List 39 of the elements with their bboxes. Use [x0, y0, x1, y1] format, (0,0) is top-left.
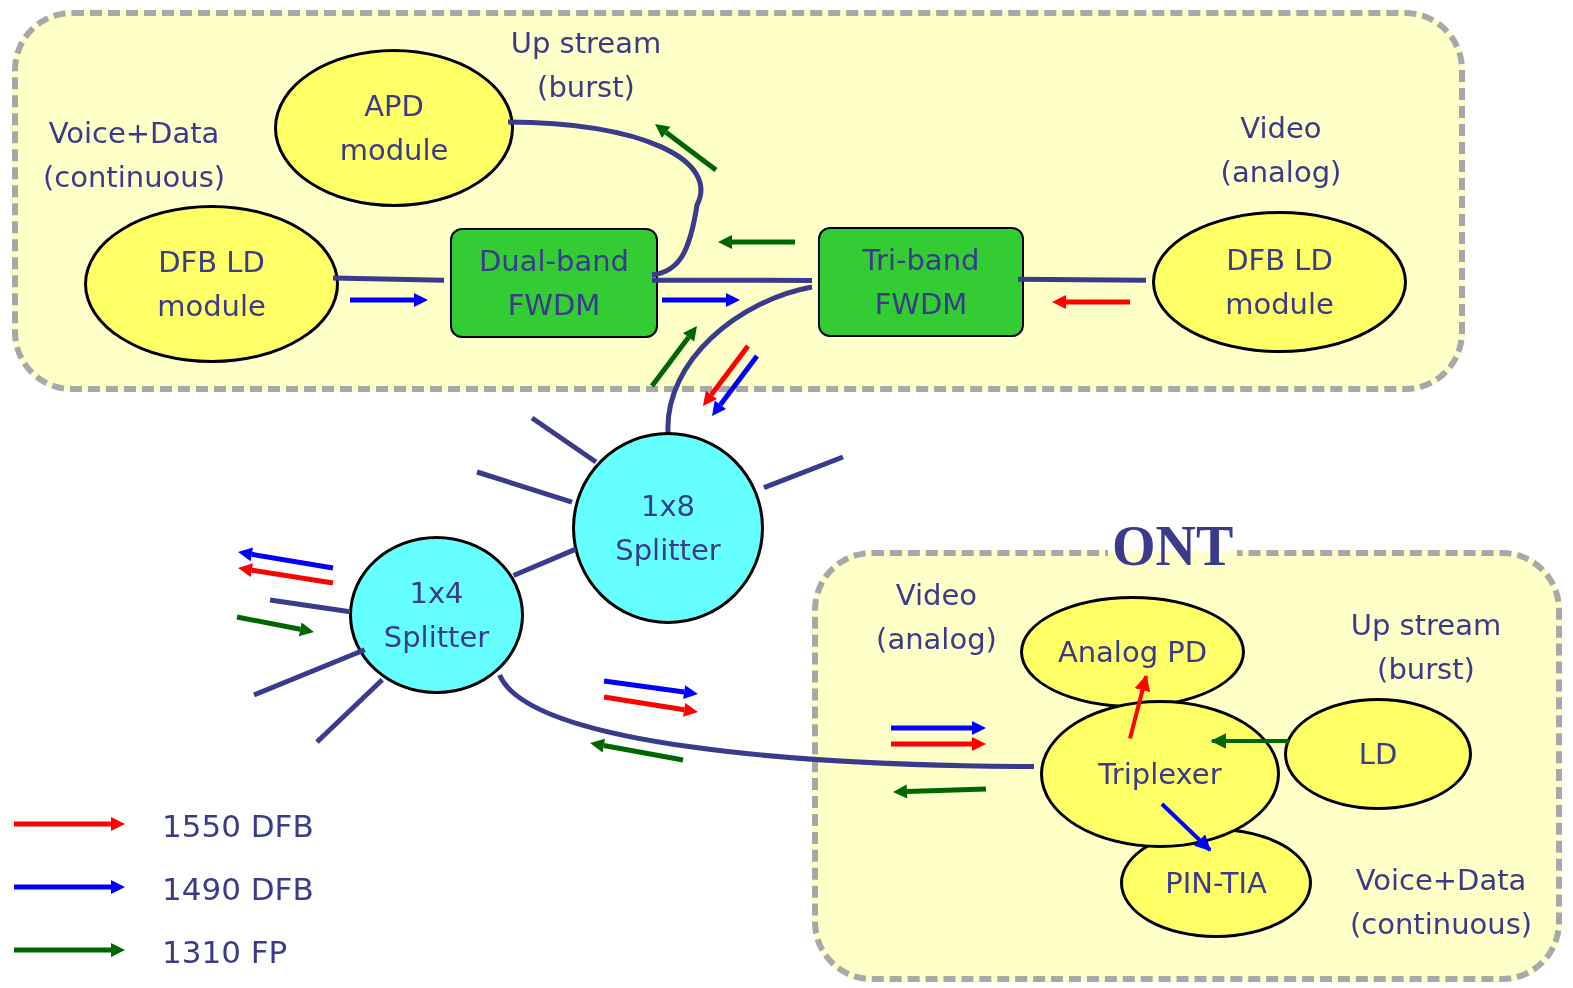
- annotation-text: Voice+Data (continuous): [41, 115, 227, 196]
- node-label: Triplexer: [1098, 756, 1222, 793]
- node-label: DFB LD module: [1224, 242, 1335, 323]
- node-label: Analog PD: [1057, 634, 1208, 671]
- fwdm-box: [818, 227, 1024, 337]
- legend-label: 1550 DFB: [162, 807, 314, 846]
- node-label: 1x4 Splitter: [382, 575, 491, 656]
- legend-label: 1490 DFB: [162, 870, 314, 909]
- fiber-line: [507, 119, 704, 278]
- fiber-line: [1018, 276, 1146, 283]
- fiber-line: [530, 415, 598, 464]
- node-label: DFB LD module: [156, 244, 267, 325]
- fiber-line: [315, 677, 384, 744]
- arrow: [1210, 733, 1290, 750]
- node-label: Tri-band FWDM: [861, 242, 981, 323]
- arrow: [1128, 674, 1151, 739]
- fiber-line: [497, 673, 1035, 769]
- node-label: 1x8 Splitter: [614, 488, 722, 569]
- fiber-line: [269, 597, 351, 615]
- dashed-region: [12, 10, 1465, 392]
- arrow: [1160, 802, 1212, 852]
- fiber-line: [332, 275, 445, 283]
- fiber-line: [253, 647, 366, 698]
- fwdm-box: [450, 228, 658, 338]
- node-label: LD: [1358, 736, 1398, 773]
- node-label: PIN-TIA: [1165, 865, 1267, 902]
- annotation-text: Video (analog): [875, 577, 998, 658]
- legend-label: 1310 FP: [162, 933, 288, 972]
- fiber-line: [652, 277, 812, 283]
- annotation-text: Up stream (burst): [509, 25, 663, 106]
- fiber-line: [763, 454, 844, 490]
- fiber-line: [476, 469, 573, 505]
- node-label: Dual-band FWDM: [478, 243, 630, 324]
- fiber-line: [512, 546, 577, 578]
- annotation-text: Up stream (burst): [1349, 607, 1503, 688]
- node-label: APD module: [338, 88, 450, 169]
- annotation-text: Video (analog): [1219, 110, 1343, 191]
- fiber-line: [665, 284, 813, 433]
- annotation-text: Voice+Data (continuous): [1348, 862, 1534, 943]
